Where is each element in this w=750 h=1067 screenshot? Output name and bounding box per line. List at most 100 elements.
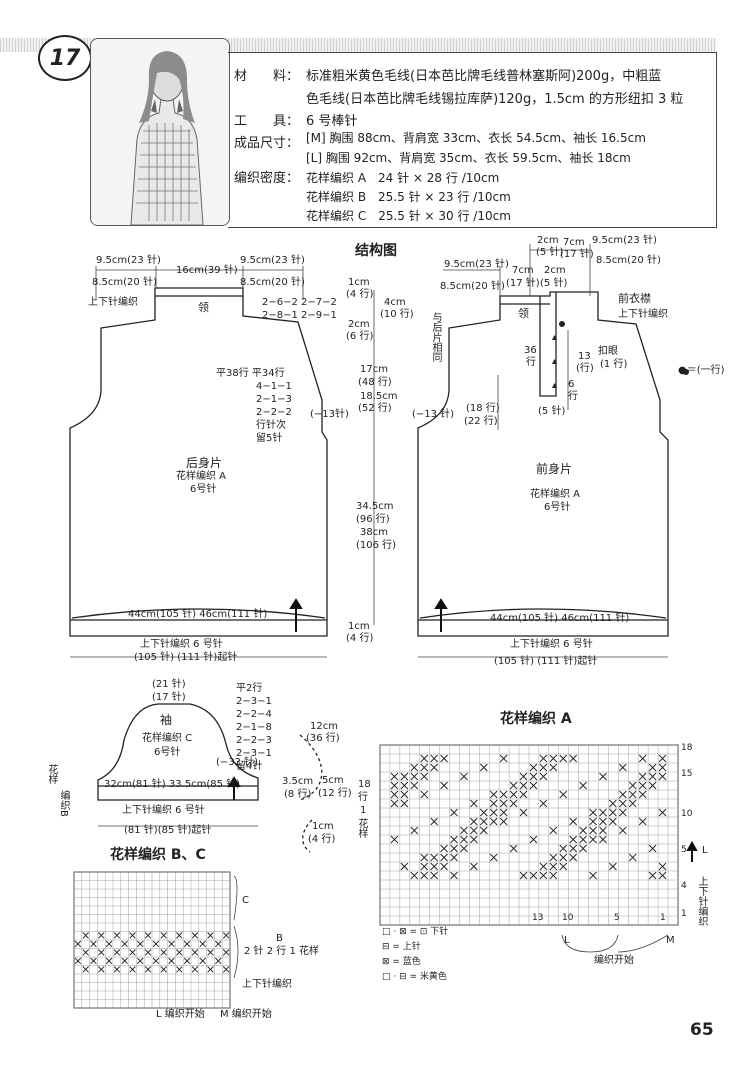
size-l: [L] 胸围 92cm、背肩宽 35cm、衣长 59.5cm、袖长 18cm bbox=[306, 151, 631, 165]
chart-a-legend-4: □ · ⊟ = 米黄色 bbox=[382, 972, 447, 982]
chart-a-side-1: 18 bbox=[358, 779, 371, 790]
sleeve-dec-7: 留4针 bbox=[236, 761, 263, 772]
chart-a-legend-1: □ · ⊠ = ⊡ 下针 bbox=[382, 927, 449, 937]
sleeve-title: 袖 bbox=[160, 713, 173, 727]
chart-a-row-5: 5 bbox=[681, 845, 687, 855]
chart-a-col-10: 10 bbox=[562, 913, 574, 923]
structure-title: 结构图 bbox=[355, 243, 397, 259]
front-arm-side: (−13 针) bbox=[412, 409, 455, 420]
vdim-4: (10 行) bbox=[380, 309, 414, 320]
back-shoulder-left-2: 8.5cm(20 针) bbox=[92, 277, 157, 288]
back-arm-dec-3: 2−2−2 bbox=[256, 407, 292, 418]
sleeve-hem: 上下针编织 6 号针 bbox=[122, 805, 205, 816]
front-top-2: 7cm bbox=[563, 237, 585, 248]
front-legend-dot: ●＝(一行) bbox=[678, 365, 725, 376]
chart-a-row-18: 18 bbox=[681, 743, 693, 753]
vdim-14: (106 行) bbox=[356, 540, 397, 551]
sleeve-dec-6: 2−3−1 bbox=[236, 748, 272, 759]
model-photo bbox=[90, 38, 230, 226]
sleeve-h2: (36 行) bbox=[306, 733, 340, 744]
front-shoulder-left-1: 9.5cm(23 针) bbox=[444, 259, 509, 270]
back-neck-dec-2: 2−8−1 2−9−1 bbox=[262, 310, 337, 321]
sleeve-h7: 1cm bbox=[312, 821, 334, 832]
front-top-6: 8.5cm(20 针) bbox=[596, 255, 661, 266]
chart-a-start-label: 编织开始 bbox=[594, 955, 634, 966]
chart-bc-start-l: L 编织开始 bbox=[156, 1009, 205, 1020]
chart-a-side-4: 花样 bbox=[356, 818, 367, 838]
back-shoulder-right-1: 9.5cm(23 针) bbox=[240, 255, 305, 266]
sleeve-h8: (4 行) bbox=[308, 834, 336, 845]
front-mid-2: (17 针) bbox=[506, 278, 540, 289]
front-piece-outline bbox=[417, 291, 669, 637]
front-mid-1: 7cm bbox=[512, 265, 534, 276]
sleeve-dec-5: 2−2−3 bbox=[236, 735, 272, 746]
size-label: 成品尺寸： bbox=[234, 136, 300, 151]
back-neck-width: 16cm(39 针) bbox=[176, 265, 238, 276]
back-pattern: 花样编织 A bbox=[176, 471, 227, 482]
vdim-7: 17cm bbox=[360, 364, 388, 375]
back-arm-dec-1: 4−1−1 bbox=[256, 381, 292, 392]
sleeve-cast-on: (81 针)(85 针)起针 bbox=[124, 825, 212, 836]
sleeve-h3: 3.5cm bbox=[282, 776, 314, 787]
front-top-8: 2cm bbox=[544, 265, 566, 276]
chart-bc-start-m: M 编织开始 bbox=[220, 1009, 272, 1020]
front-top-9: (5 针) bbox=[540, 278, 568, 289]
front-shoulder-left-2: 8.5cm(20 针) bbox=[440, 281, 505, 292]
chart-a-col-1: 1 bbox=[660, 913, 666, 923]
front-placket-rib: 上下针编织 bbox=[618, 309, 668, 320]
vdim-13: 38cm bbox=[360, 527, 388, 538]
size-m: [M] 胸围 88cm、背肩宽 33cm、衣长 54.5cm、袖长 16.5cm bbox=[306, 131, 646, 145]
front-rows-13: 13 bbox=[578, 351, 591, 362]
back-arm-dec-5: 留5针 bbox=[256, 433, 283, 444]
chart-a-arrow-l-bottom: L bbox=[564, 935, 570, 946]
sleeve-side: (−32 针) bbox=[216, 757, 259, 768]
chart-a-side-2: 行 bbox=[358, 792, 368, 803]
chart-a-title: 花样编织 A bbox=[500, 711, 572, 727]
sleeve-h4: (8 行) bbox=[284, 789, 312, 800]
back-width: 44cm(105 针) 46cm(111 针) bbox=[128, 609, 268, 620]
sleeve-needle: 6号针 bbox=[154, 747, 181, 758]
sleeve-h1: 12cm bbox=[310, 721, 338, 732]
back-arm-side: (−13针) bbox=[310, 409, 349, 420]
chart-a-legend-3: ⊠ = 蓝色 bbox=[382, 957, 421, 967]
sleeve-left-label-2: 编织B bbox=[58, 790, 69, 817]
sleeve-top-1: (21 针) bbox=[152, 679, 186, 690]
front-title: 前身片 bbox=[536, 462, 573, 476]
gauge-b: 花样编织 B 25.5 针 × 23 行 /10cm bbox=[306, 190, 511, 204]
back-arm-dec-4: 行针次 bbox=[256, 420, 286, 431]
gauge-c: 花样编织 C 25.5 针 × 30 行 /10cm bbox=[306, 209, 511, 223]
front-placket: 前衣襟 bbox=[618, 292, 651, 305]
chart-a-row-1: 1 bbox=[681, 909, 687, 919]
back-hem: 上下针编织 6 号针 bbox=[140, 639, 223, 650]
front-rows-22: (22 行) bbox=[464, 416, 498, 427]
sleeve-width: 32cm(81 针) 33.5cm(85 针) bbox=[104, 779, 241, 790]
chart-bc-rib-label: 上下针编织 bbox=[242, 979, 292, 990]
front-top-3: 9.5cm(23 针) bbox=[592, 235, 657, 246]
vdim-9: 18.5cm bbox=[360, 391, 398, 402]
front-buttonhole-rows: (1 行) bbox=[600, 359, 628, 370]
materials-line-1: 标准粗米黄色毛线(日本芭比牌毛线普林塞斯阿)200g，中粗蓝 bbox=[306, 69, 662, 84]
front-pattern: 花样编织 A bbox=[530, 489, 581, 500]
vdim-2: (4 行) bbox=[346, 289, 374, 300]
gauge-label: 编织密度： bbox=[234, 171, 300, 186]
tools-label: 工 具： bbox=[234, 114, 300, 129]
materials-label: 材 料： bbox=[234, 69, 300, 84]
back-shoulder-right-2: 8.5cm(20 针) bbox=[240, 277, 305, 288]
front-cast-on: (105 针) (111 针)起针 bbox=[494, 656, 598, 667]
vdim-1: 1cm bbox=[348, 277, 370, 288]
materials-line-2: 色毛线(日本芭比牌毛线锡拉库萨)120g，1.5cm 的方形纽扣 3 粒 bbox=[306, 92, 684, 107]
front-top-4: (5 针) bbox=[536, 247, 564, 258]
vdim-10: (52 行) bbox=[358, 403, 392, 414]
vdim-3: 4cm bbox=[384, 297, 406, 308]
sleeve-dec-4: 2−1−8 bbox=[236, 722, 272, 733]
sleeve-h6: (12 行) bbox=[318, 788, 352, 799]
front-rows-13b: (行) bbox=[576, 363, 594, 374]
back-arm-dec-2: 2−1−3 bbox=[256, 394, 292, 405]
front-rows-18: (18 行) bbox=[466, 403, 500, 414]
front-same-as-back: 与后片相同 bbox=[430, 312, 441, 362]
back-needle: 6号针 bbox=[190, 484, 217, 495]
model-illustration bbox=[91, 39, 229, 225]
vdim-5: 2cm bbox=[348, 319, 370, 330]
vdim-11: 34.5cm bbox=[356, 501, 394, 512]
